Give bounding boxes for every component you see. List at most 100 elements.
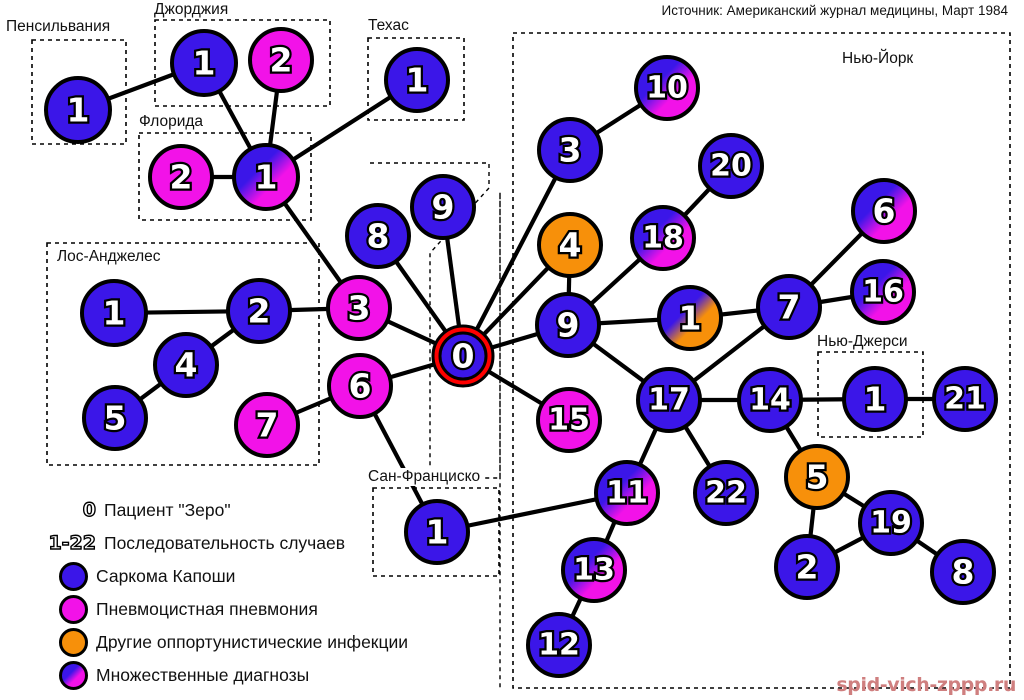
case-node-9-c9l[interactable]: 9 xyxy=(410,174,476,240)
legend-swatch-kaposi-icon xyxy=(59,561,88,591)
case-node-2-la2[interactable]: 2 xyxy=(226,278,292,344)
case-node-6-ny6[interactable]: 6 xyxy=(851,178,917,244)
case-node-label: 20 xyxy=(710,149,752,184)
case-node-label: 9 xyxy=(557,306,580,345)
case-node-5-ny5[interactable]: 5 xyxy=(784,444,850,510)
legend-row-3: Пневмоцистная пневмония xyxy=(0,594,318,624)
case-node-label: 1 xyxy=(67,91,90,130)
case-node-8-ny8[interactable]: 8 xyxy=(930,539,996,605)
legend-swatch-multi-icon xyxy=(59,660,88,690)
region-box-Сан-Франциско xyxy=(372,487,500,577)
region-label-Лос-Анджелес: Лос-Анджелес xyxy=(55,248,163,266)
link-zero-ny3 xyxy=(461,149,572,357)
case-node-14-ny14[interactable]: 14 xyxy=(737,367,803,433)
legend-row-1: 1-22 Последовательность случаев xyxy=(0,528,345,558)
case-node-label: 5 xyxy=(806,458,829,497)
case-node-15-ny15[interactable]: 15 xyxy=(536,387,602,453)
source-note: Источник: Американский журнал медицины, … xyxy=(661,3,1008,18)
case-node-4-la4[interactable]: 4 xyxy=(153,332,219,398)
case-node-1-nj1[interactable]: 1 xyxy=(842,366,908,432)
case-node-18-ny18[interactable]: 18 xyxy=(630,205,696,271)
case-node-3-ny3[interactable]: 3 xyxy=(537,117,603,183)
case-node-label: 3 xyxy=(559,131,582,170)
case-node-4-ny4[interactable]: 4 xyxy=(537,212,603,278)
case-node-2-fl2[interactable]: 2 xyxy=(148,144,214,210)
legend-swatch-other-icon xyxy=(59,627,88,657)
case-node-1-fl1[interactable]: 1 xyxy=(232,143,300,211)
region-box-Техас xyxy=(367,37,465,121)
legend-swatch-pneumonia-icon xyxy=(59,594,88,624)
case-node-label: 0 xyxy=(452,337,475,376)
case-node-21-ny21[interactable]: 21 xyxy=(932,366,998,432)
legend-label: Пневмоцистная пневмония xyxy=(96,598,318,619)
case-node-19-ny19[interactable]: 19 xyxy=(858,490,924,556)
legend-key-text: 1-22 xyxy=(48,531,97,554)
region-label-Пенсильвания: Пенсильвания xyxy=(4,18,113,36)
case-node-1-ny1o[interactable]: 1 xyxy=(657,285,723,351)
case-node-label: 2 xyxy=(270,41,293,80)
case-node-22-ny22[interactable]: 22 xyxy=(693,460,759,526)
case-node-label: 1 xyxy=(255,158,278,197)
case-node-label: 17 xyxy=(648,383,690,418)
case-node-8-c8[interactable]: 8 xyxy=(345,203,411,269)
case-node-label: 19 xyxy=(870,506,912,541)
case-node-13-ny13[interactable]: 13 xyxy=(561,537,627,603)
case-node-1-sf1[interactable]: 1 xyxy=(404,499,470,565)
case-node-1-tx1[interactable]: 1 xyxy=(384,47,450,113)
case-node-label: 22 xyxy=(705,476,747,511)
case-node-label: 21 xyxy=(944,382,986,417)
case-node-label: 3 xyxy=(348,289,371,328)
case-node-16-ny16[interactable]: 16 xyxy=(850,259,916,325)
legend-swatch-holder xyxy=(0,627,96,657)
legend-label: Последовательность случаев xyxy=(104,532,346,553)
region-label-Техас: Техас xyxy=(366,17,411,35)
case-node-label: 2 xyxy=(248,292,271,331)
legend-swatch-holder xyxy=(0,561,96,591)
case-node-1-la1[interactable]: 1 xyxy=(80,279,148,347)
case-node-3-la3[interactable]: 3 xyxy=(326,275,392,341)
legend-row-5: Множественные диагнозы xyxy=(0,660,309,690)
legend-row-4: Другие оппортунистические инфекции xyxy=(0,627,408,657)
case-node-1-ga1[interactable]: 1 xyxy=(170,29,238,97)
case-node-label: 2 xyxy=(170,158,193,197)
case-node-2-ga2[interactable]: 2 xyxy=(248,27,314,93)
case-node-1-pa1[interactable]: 1 xyxy=(44,76,112,144)
legend-label: Саркома Капоши xyxy=(96,565,236,586)
case-node-label: 2 xyxy=(796,548,819,587)
legend-label: Другие оппортунистические инфекции xyxy=(96,631,409,652)
legend-label: Множественные диагнозы xyxy=(96,664,310,685)
case-node-20-ny20[interactable]: 20 xyxy=(698,133,764,199)
case-node-label: 7 xyxy=(256,406,279,445)
case-node-7-ny7[interactable]: 7 xyxy=(756,274,822,340)
case-node-7-la7[interactable]: 7 xyxy=(234,392,300,458)
case-node-11-ny11[interactable]: 11 xyxy=(594,460,660,526)
case-node-9-ny9[interactable]: 9 xyxy=(535,292,601,358)
case-node-12-ny12[interactable]: 12 xyxy=(526,612,592,678)
case-node-label: 13 xyxy=(573,553,615,588)
region-label-Джорджия: Джорджия xyxy=(152,1,231,19)
case-node-10-ny10[interactable]: 10 xyxy=(634,55,700,121)
case-node-label: 4 xyxy=(175,346,198,385)
case-node-label: 12 xyxy=(538,628,580,663)
watermark: spid-vich-zppp.ru xyxy=(836,674,1016,696)
case-node-6-la6[interactable]: 6 xyxy=(327,353,393,419)
case-node-17-ny17[interactable]: 17 xyxy=(636,367,702,433)
region-box-Джорджия xyxy=(154,19,331,107)
region-box-Нью-Йорк xyxy=(512,32,1011,689)
case-node-label: 8 xyxy=(367,217,390,256)
case-node-2-ny2[interactable]: 2 xyxy=(774,534,840,600)
case-node-label: 11 xyxy=(606,476,648,511)
case-node-label: 1 xyxy=(193,44,216,83)
legend-label: Пациент "Зеро" xyxy=(104,499,231,520)
case-node-label: 4 xyxy=(559,226,582,265)
case-node-0-zero[interactable]: 0 xyxy=(431,324,495,388)
region-box-Флорида xyxy=(138,132,312,221)
case-node-label: 16 xyxy=(862,275,904,310)
case-node-5-la5[interactable]: 5 xyxy=(82,385,148,451)
case-node-label: 8 xyxy=(952,553,975,592)
region-label-Сан-Франциско: Сан-Франциско xyxy=(366,468,483,486)
case-node-label: 15 xyxy=(548,403,590,438)
